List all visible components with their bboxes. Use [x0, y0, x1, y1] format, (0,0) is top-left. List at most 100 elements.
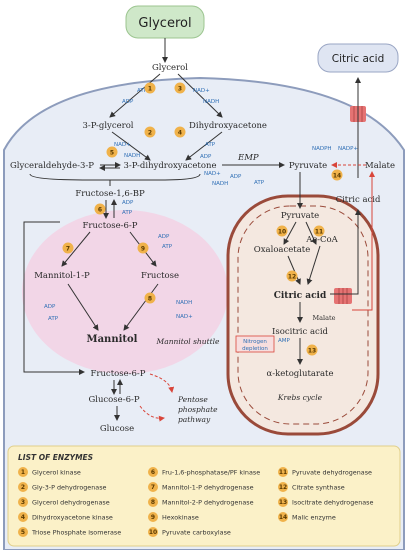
adp-label-3: ADP — [230, 174, 242, 180]
step-number-13: 13 — [308, 348, 316, 355]
enzyme-number-5: 5 — [21, 529, 25, 536]
metabolite-isocitric: Isocitric acid — [272, 327, 329, 337]
step-badge-11 — [313, 225, 325, 237]
citric-acid-box — [317, 43, 399, 73]
emp-label: EMP — [237, 153, 259, 163]
enzyme-number-9: 9 — [151, 514, 155, 521]
step-number-14: 14 — [333, 173, 341, 180]
metabolite-dhap: 3-P-dihydroxyacetone — [124, 161, 217, 171]
enzyme-name-11: Pyruvate dehydrogenase — [292, 468, 372, 476]
metabolite-ga3p: Glyceraldehyde-3-P — [10, 161, 94, 171]
adp-label-6: ADP — [44, 304, 56, 310]
step-badge-8 — [144, 292, 156, 304]
enzyme-badge-9 — [148, 512, 158, 522]
enzyme-name-10: Pyruvate carboxylase — [162, 528, 231, 536]
nitrogen-depletion-box — [235, 335, 275, 353]
enzyme-number-7: 7 — [151, 484, 155, 491]
enzyme-badge-14 — [278, 512, 288, 522]
adp-label-4: ADP — [122, 200, 134, 206]
metabolite-mannitol: Mannitol — [87, 334, 138, 345]
nadp-label: NADP+ — [338, 146, 358, 152]
nadh-label: NADH — [203, 99, 219, 105]
step-badge-5 — [106, 146, 118, 158]
metabolite-akg: α-ketoglutarate — [266, 369, 333, 379]
metabolite-gly3p: 3-P-glycerol — [82, 121, 133, 131]
nadh-label-3: NADH — [212, 181, 228, 187]
enzyme-name-1: Glycerol kinase — [32, 468, 81, 476]
enzyme-number-12: 12 — [279, 484, 287, 491]
metabolite-pyruvate-mito: Pyruvate — [281, 211, 319, 221]
mitochondrion-inner — [237, 205, 369, 425]
step-number-9: 9 — [141, 246, 145, 253]
enzyme-badge-10 — [148, 527, 158, 537]
enzyme-badge-7 — [148, 482, 158, 492]
atp-label-3: ATP — [254, 180, 265, 186]
metabolite-f6p-lower: Fructose-6-P — [91, 369, 146, 379]
metabolite-g6p: Glucose-6-P — [88, 395, 139, 405]
enzyme-name-4: Dihydroxyacetone kinase — [32, 513, 113, 521]
enzyme-number-10: 10 — [149, 529, 157, 536]
enzyme-number-2: 2 — [21, 484, 25, 491]
metabolite-citric-mito: Citric acid — [274, 291, 327, 301]
enzyme-name-3: Glycerol dehydrogenase — [32, 498, 110, 506]
enzyme-badge-11 — [278, 467, 288, 477]
step-badge-3 — [174, 82, 186, 94]
enzyme-badge-3 — [18, 497, 28, 507]
metabolite-citric-out: Citric acid — [336, 195, 381, 205]
adp-label-2: ADP — [200, 154, 212, 160]
enzyme-badge-12 — [278, 482, 288, 492]
step-number-1: 1 — [148, 86, 152, 93]
enzyme-panel-title: LIST OF ENZYMES — [18, 453, 93, 462]
enzyme-badge-2 — [18, 482, 28, 492]
glycerol-box-label: Glycerol — [138, 16, 191, 31]
step-badge-9 — [137, 242, 149, 254]
metabolite-f16bp: Fructose-1,6-BP — [75, 189, 145, 199]
enzyme-number-3: 3 — [21, 499, 25, 506]
atp-label-6: ATP — [48, 316, 59, 322]
metabolite-glycerol: Glycerol — [152, 63, 188, 73]
atp-label-5: ATP — [162, 244, 173, 250]
metabolite-malate-mito: Malate — [313, 314, 336, 322]
atp-label-4: ATP — [122, 210, 133, 216]
atp-label-2: ATP — [205, 142, 216, 148]
step-badge-13 — [306, 344, 318, 356]
ppp-label-1: Pentose — [177, 395, 208, 404]
enzyme-name-13: Isocitrate dehydrogenase — [292, 498, 373, 506]
step-number-5: 5 — [110, 150, 114, 157]
enzyme-badge-13 — [278, 497, 288, 507]
enzyme-number-6: 6 — [151, 469, 155, 476]
step-number-11: 11 — [315, 229, 323, 236]
nad-label: NAD+ — [193, 88, 210, 94]
step-badge-2 — [144, 126, 156, 138]
step-number-3: 3 — [178, 86, 182, 93]
enzyme-panel — [7, 445, 401, 547]
enzyme-number-13: 13 — [279, 499, 287, 506]
nitrogen-label-2: depletion — [242, 346, 268, 352]
transporter-mito — [334, 288, 352, 304]
step-number-7: 7 — [66, 246, 70, 253]
enzyme-number-1: 1 — [21, 469, 25, 476]
nadph-label: NADPH — [312, 146, 332, 152]
step-badge-6 — [94, 203, 106, 215]
nad-label-4: NAD+ — [176, 314, 193, 320]
nad-label-3: NAD+ — [204, 171, 221, 177]
enzyme-name-6: Fru-1,6-phosphatase/PF kinase — [162, 468, 260, 476]
krebs-cycle-label: Krebs cycle — [277, 393, 323, 402]
step-badge-7 — [62, 242, 74, 254]
step-number-8: 8 — [148, 296, 152, 303]
adp-label: ADP — [122, 99, 134, 105]
mitochondrion-outer — [226, 194, 380, 436]
step-badge-10 — [276, 225, 288, 237]
ppp-label-2: phosphate — [178, 405, 218, 414]
enzyme-badge-6 — [148, 467, 158, 477]
metabolite-dha: Dihydroxyacetone — [189, 121, 267, 131]
step-badge-1 — [144, 82, 156, 94]
enzyme-badge-1 — [18, 467, 28, 477]
mannitol-shuttle-region — [22, 210, 228, 374]
atp-label: ATP — [137, 88, 148, 94]
metabolite-malate: Malate — [365, 161, 395, 171]
metabolite-mannitol1p: Mannitol-1-P — [34, 271, 90, 281]
metabolite-pyruvate: Pyruvate — [289, 161, 327, 171]
nitrogen-label-1: Nitrogen — [243, 339, 267, 345]
